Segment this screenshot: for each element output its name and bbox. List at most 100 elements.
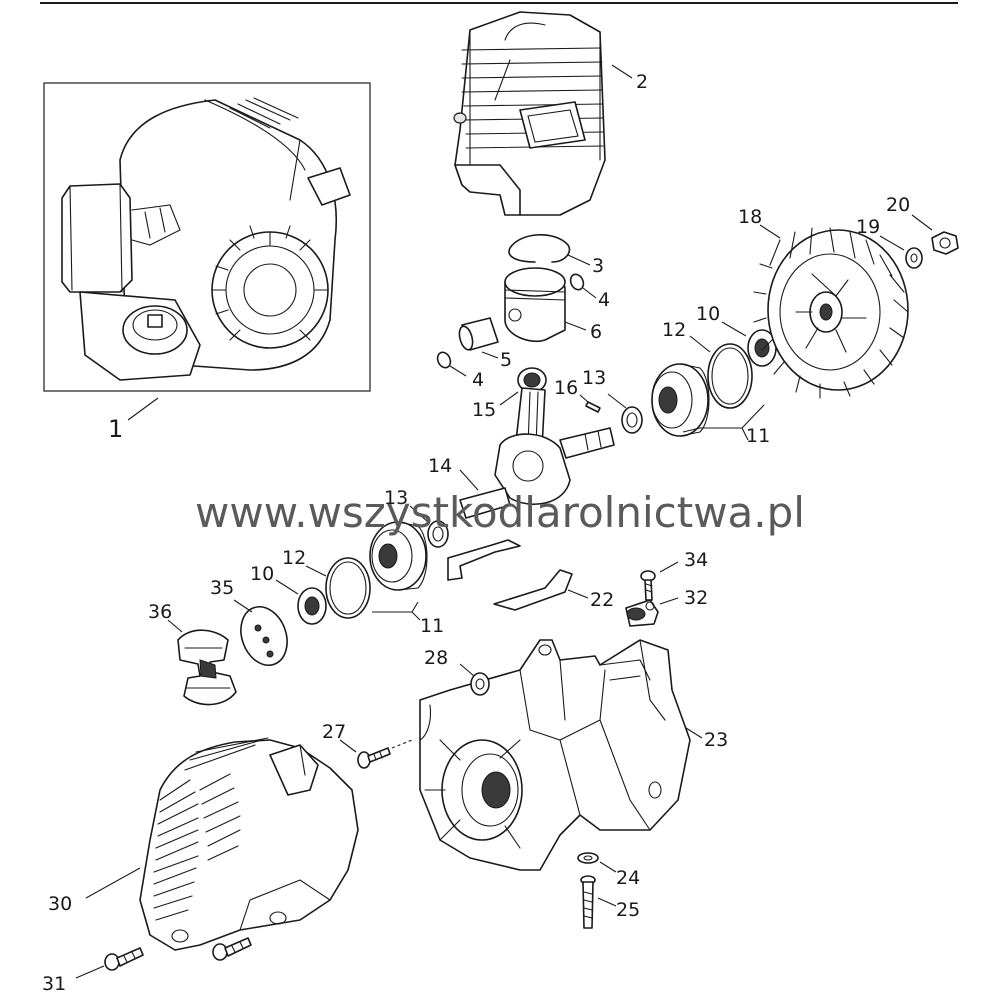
leader-22	[567, 589, 589, 599]
screw-part-31-right[interactable]	[212, 937, 252, 961]
label-part-23: 23	[704, 729, 728, 751]
washer-part-13-left[interactable]	[427, 520, 449, 548]
label-part-1: 1	[108, 415, 123, 443]
clutch-part-36[interactable]	[177, 629, 237, 706]
shroud-part-30[interactable]	[139, 737, 359, 951]
bushing-part-32[interactable]	[625, 599, 659, 627]
label-part-15: 15	[472, 399, 496, 421]
label-part-6: 6	[590, 321, 602, 343]
piston-pin-part-5[interactable]	[457, 317, 499, 351]
key-part-16[interactable]	[585, 401, 601, 413]
leader-6	[564, 321, 587, 331]
leader-13a	[607, 393, 627, 409]
label-part-13-right: 13	[582, 367, 606, 389]
bracket-11a	[682, 404, 765, 441]
label-part-2: 2	[636, 71, 648, 93]
crankshaft-assembly-part-15[interactable]	[459, 367, 615, 519]
washer-part-19[interactable]	[905, 247, 923, 269]
leader-2	[611, 64, 633, 79]
piston-ring-part-3[interactable]	[508, 234, 571, 263]
label-part-35: 35	[210, 577, 234, 599]
label-part-31: 31	[42, 973, 66, 995]
leader-30	[85, 867, 141, 899]
leader-35	[233, 599, 253, 613]
gasket-part-22[interactable]	[447, 539, 573, 611]
o-ring-part-12-right[interactable]	[707, 343, 753, 409]
oil-seal-part-10-right[interactable]	[747, 329, 777, 367]
leader-19	[879, 235, 905, 251]
label-part-20: 20	[886, 194, 910, 216]
label-part-24: 24	[616, 867, 640, 889]
label-part-18: 18	[738, 206, 762, 228]
leader-20	[911, 214, 933, 231]
leader-10a	[721, 321, 747, 337]
oil-seal-part-10-left[interactable]	[297, 587, 327, 625]
screw-part-31-left[interactable]	[104, 947, 144, 971]
o-ring-part-12-left[interactable]	[325, 557, 371, 619]
bracket-11b	[372, 601, 421, 621]
cylinder-part-2[interactable]	[453, 11, 606, 216]
piston-part-6[interactable]	[504, 267, 566, 342]
label-part-19: 19	[856, 216, 880, 238]
crankcase-part-23[interactable]	[419, 639, 691, 871]
washer-part-24[interactable]	[577, 852, 599, 864]
leader-32	[659, 597, 679, 605]
engine-assembly-inset[interactable]	[43, 82, 371, 392]
label-part-11-right: 11	[746, 425, 770, 447]
washer-part-28[interactable]	[470, 672, 490, 696]
leader-12b	[305, 565, 327, 577]
watermark-text: www.wszystkodlarolnictwa.pl	[195, 488, 805, 537]
leader-23	[685, 727, 703, 739]
leader-10b	[275, 579, 299, 595]
leader-31	[75, 965, 105, 979]
screw-part-27[interactable]	[357, 739, 413, 769]
label-part-12-right: 12	[662, 319, 686, 341]
leader-12a	[689, 335, 711, 353]
leader-4b	[449, 365, 467, 377]
leader-5	[481, 351, 499, 359]
label-part-16: 16	[554, 377, 578, 399]
leader-13b	[409, 505, 429, 523]
label-part-22: 22	[590, 589, 614, 611]
circlip-part-4-left[interactable]	[435, 350, 453, 370]
leader-3	[567, 254, 591, 266]
label-part-12-left: 12	[282, 547, 306, 569]
circlip-part-4-right[interactable]	[568, 272, 586, 292]
leader-1	[127, 397, 159, 421]
bearing-part-11-right[interactable]	[651, 363, 710, 437]
label-part-10-left: 10	[250, 563, 274, 585]
leader-36	[167, 619, 183, 633]
bolt-part-25[interactable]	[580, 875, 596, 929]
nut-part-20[interactable]	[931, 231, 959, 255]
washer-part-13-right[interactable]	[621, 406, 643, 434]
label-part-13-left: 13	[384, 487, 408, 509]
label-part-36: 36	[148, 601, 172, 623]
label-part-14: 14	[428, 455, 452, 477]
leader-15	[499, 391, 519, 406]
leader-24	[599, 861, 617, 873]
leader-28	[459, 663, 475, 677]
label-part-30: 30	[48, 893, 72, 915]
screw-part-34[interactable]	[640, 570, 656, 601]
label-part-10-right: 10	[696, 303, 720, 325]
label-part-27: 27	[322, 721, 346, 743]
label-part-4-left: 4	[472, 369, 484, 391]
label-part-25: 25	[616, 899, 640, 921]
leader-4a	[582, 287, 597, 299]
bearing-part-11-left[interactable]	[369, 521, 428, 591]
leader-14	[459, 469, 479, 491]
leader-18	[759, 224, 781, 239]
label-part-3: 3	[592, 255, 604, 277]
label-part-32: 32	[684, 587, 708, 609]
leader-25	[597, 897, 617, 907]
fan-disc-part-35[interactable]	[233, 600, 295, 671]
label-part-4-right: 4	[598, 289, 610, 311]
label-part-28: 28	[424, 647, 448, 669]
leader-34	[659, 561, 679, 573]
leader-27	[339, 739, 357, 753]
label-part-11-left: 11	[420, 615, 444, 637]
flywheel-part-18[interactable]	[753, 227, 909, 399]
label-part-34: 34	[684, 549, 708, 571]
leader-16	[579, 394, 589, 403]
